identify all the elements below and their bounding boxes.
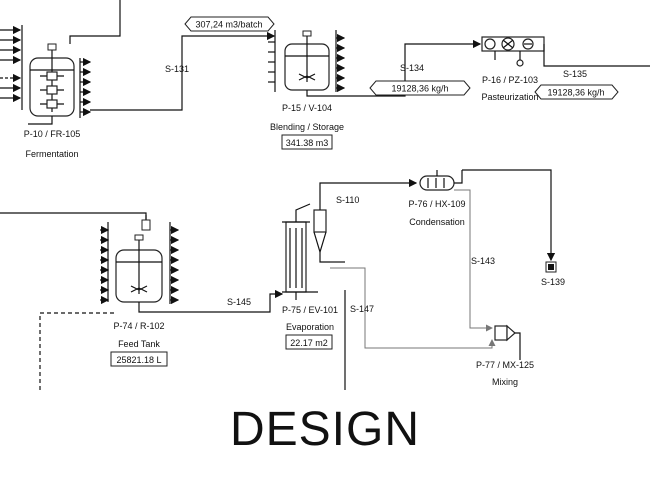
s139-outlet — [545, 261, 557, 273]
batch-flow-tag: 307,24 m3/batch — [184, 16, 275, 32]
stream-s134-line — [330, 39, 482, 97]
fermentation-tag: P-10 / FR-105 — [24, 129, 81, 139]
mixing-tag: P-77 / MX-125 — [476, 360, 534, 370]
feed-tank-r102[interactable] — [100, 215, 180, 305]
stream-s147: S-147 — [350, 304, 374, 314]
dashed-inlet-line — [39, 312, 116, 390]
evaporation-size: 22.17 m2 — [290, 338, 328, 348]
feed-tank-tag: P-74 / R-102 — [113, 321, 164, 331]
pasteurizer-pz103[interactable] — [481, 36, 545, 67]
pasteurization-tag: P-16 / PZ-103 — [482, 75, 538, 85]
stream-s131: S-131 — [165, 64, 189, 74]
stream-s143: S-143 — [471, 256, 495, 266]
condenser-hx109[interactable] — [419, 170, 463, 191]
mixing-label: Mixing — [492, 377, 518, 387]
mixer-mx125[interactable] — [494, 324, 521, 360]
stream-s145: S-145 — [227, 297, 251, 307]
flow-tag-1: 19128,36 kg/h — [369, 80, 471, 96]
evaporator-ev101[interactable] — [282, 198, 330, 300]
flow-tag-2: 19128,36 kg/h — [534, 84, 619, 100]
stream-s110-line — [319, 178, 418, 198]
feed-tank-size: 25821.18 L — [116, 355, 161, 365]
stream-s147-line — [330, 267, 496, 349]
evaporation-tag: P-75 / EV-101 — [282, 305, 338, 315]
stream-to-s139-line — [462, 169, 556, 262]
flow-tag-1-text: 19128,36 kg/h — [391, 84, 448, 94]
stream-s134: S-134 — [400, 63, 424, 73]
stream-s110: S-110 — [336, 195, 359, 205]
stream-s135: S-135 — [563, 69, 587, 79]
stream-s135-line — [543, 58, 650, 67]
blending-size: 341.38 m3 — [286, 138, 329, 148]
evaporation-label: Evaporation — [286, 322, 334, 332]
line-into-feed-tank — [0, 212, 147, 230]
blending-tank-v104[interactable] — [268, 30, 346, 97]
blending-tag: P-15 / V-104 — [282, 103, 332, 113]
feed-tank-label: Feed Tank — [118, 339, 160, 349]
stream-s139: S-139 — [541, 277, 565, 287]
fermenter-fr105[interactable] — [0, 25, 92, 125]
pasteurization-label: Pasteurization — [481, 92, 538, 102]
condensation-tag: P-76 / HX-109 — [408, 199, 465, 209]
condensation-label: Condensation — [409, 217, 465, 227]
stream-s143-line — [454, 189, 493, 332]
stream-s145-line — [138, 289, 284, 313]
design-caption: DESIGN — [229, 403, 421, 456]
blending-label: Blending / Storage — [270, 122, 344, 132]
batch-flow-text: 307,24 m3/batch — [195, 20, 262, 30]
line-top-to-fermenter — [69, 0, 121, 44]
stream-s131-line — [90, 31, 276, 111]
fermentation-label: Fermentation — [25, 149, 78, 159]
flow-tag-2-text: 19128,36 kg/h — [547, 88, 604, 98]
